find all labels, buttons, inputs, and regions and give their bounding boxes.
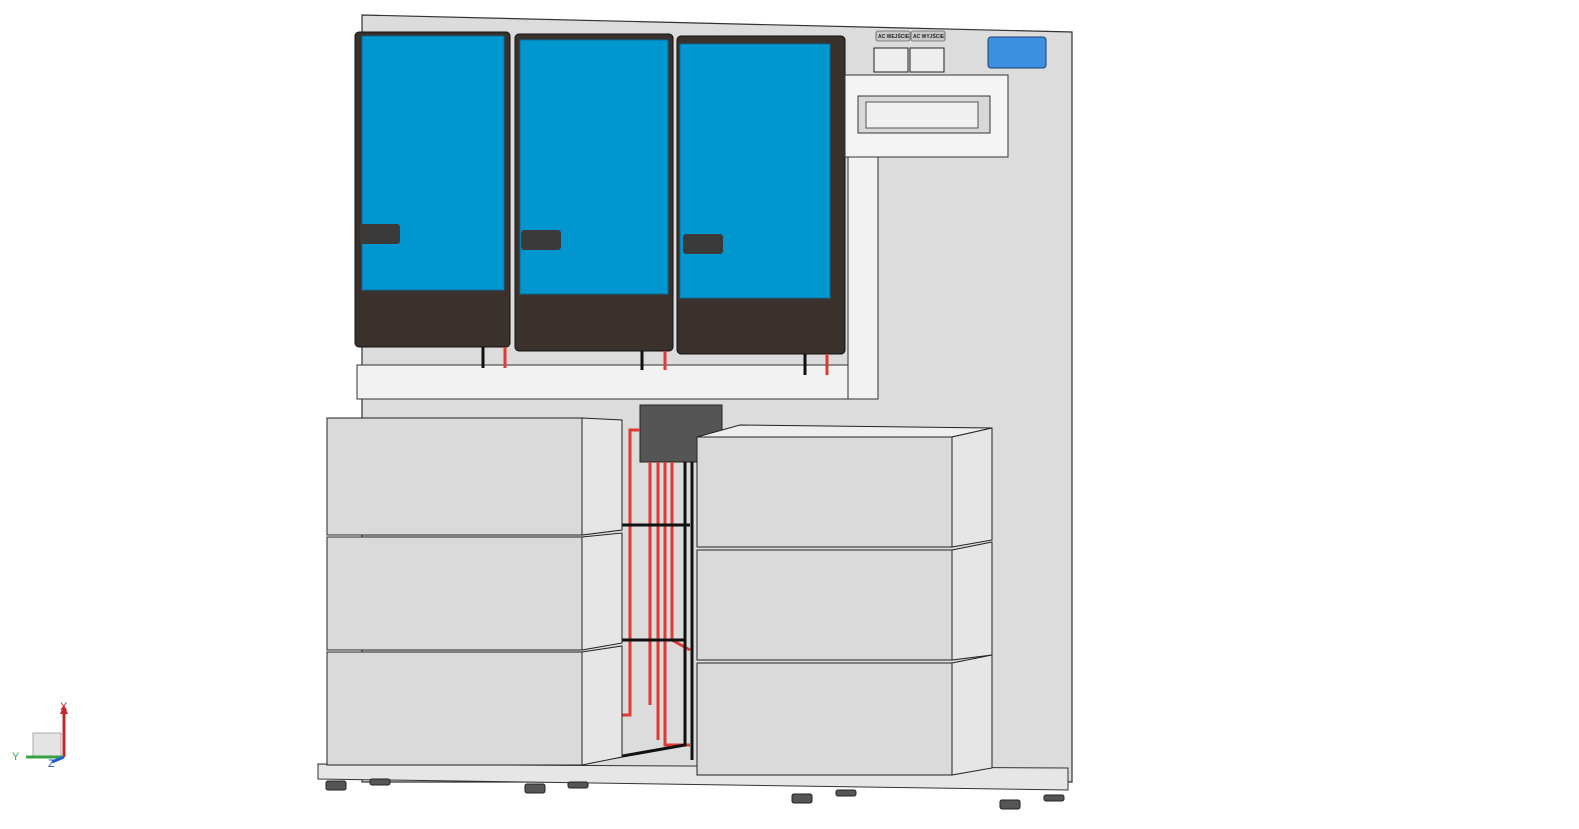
svg-text:AC WYJŚCIE: AC WYJŚCIE — [913, 33, 945, 40]
inverter-2[interactable] — [514, 33, 674, 370]
orientation-triad[interactable]: X Y Z — [12, 701, 68, 770]
inverter-1[interactable] — [354, 31, 511, 368]
vertical-rail — [847, 149, 879, 400]
inverter-3[interactable] — [676, 35, 846, 375]
battery-right-1[interactable] — [696, 424, 993, 548]
blue-controller-device — [987, 36, 1047, 69]
battery-left-3[interactable] — [326, 645, 623, 766]
distribution-box — [844, 74, 1009, 158]
axis-y-label: Y — [12, 751, 20, 763]
axis-x-label: X — [60, 701, 68, 713]
terminal-block-ac-in — [873, 47, 909, 73]
terminal-block-ac-out — [909, 47, 945, 73]
svg-text:AC WEJŚCIE: AC WEJŚCIE — [878, 33, 910, 40]
battery-left-2[interactable] — [326, 532, 623, 651]
battery-right-3[interactable] — [696, 654, 993, 776]
battery-left-1[interactable] — [326, 417, 623, 536]
battery-right-2[interactable] — [696, 541, 993, 661]
feet — [325, 778, 1065, 810]
horizontal-rail — [356, 364, 879, 400]
triad-cube — [32, 732, 62, 758]
axis-z-label: Z — [48, 758, 55, 770]
terminal-label-ac-in: AC WEJŚCIE — [875, 30, 911, 42]
terminal-label-ac-out: AC WYJŚCIE — [910, 30, 946, 42]
